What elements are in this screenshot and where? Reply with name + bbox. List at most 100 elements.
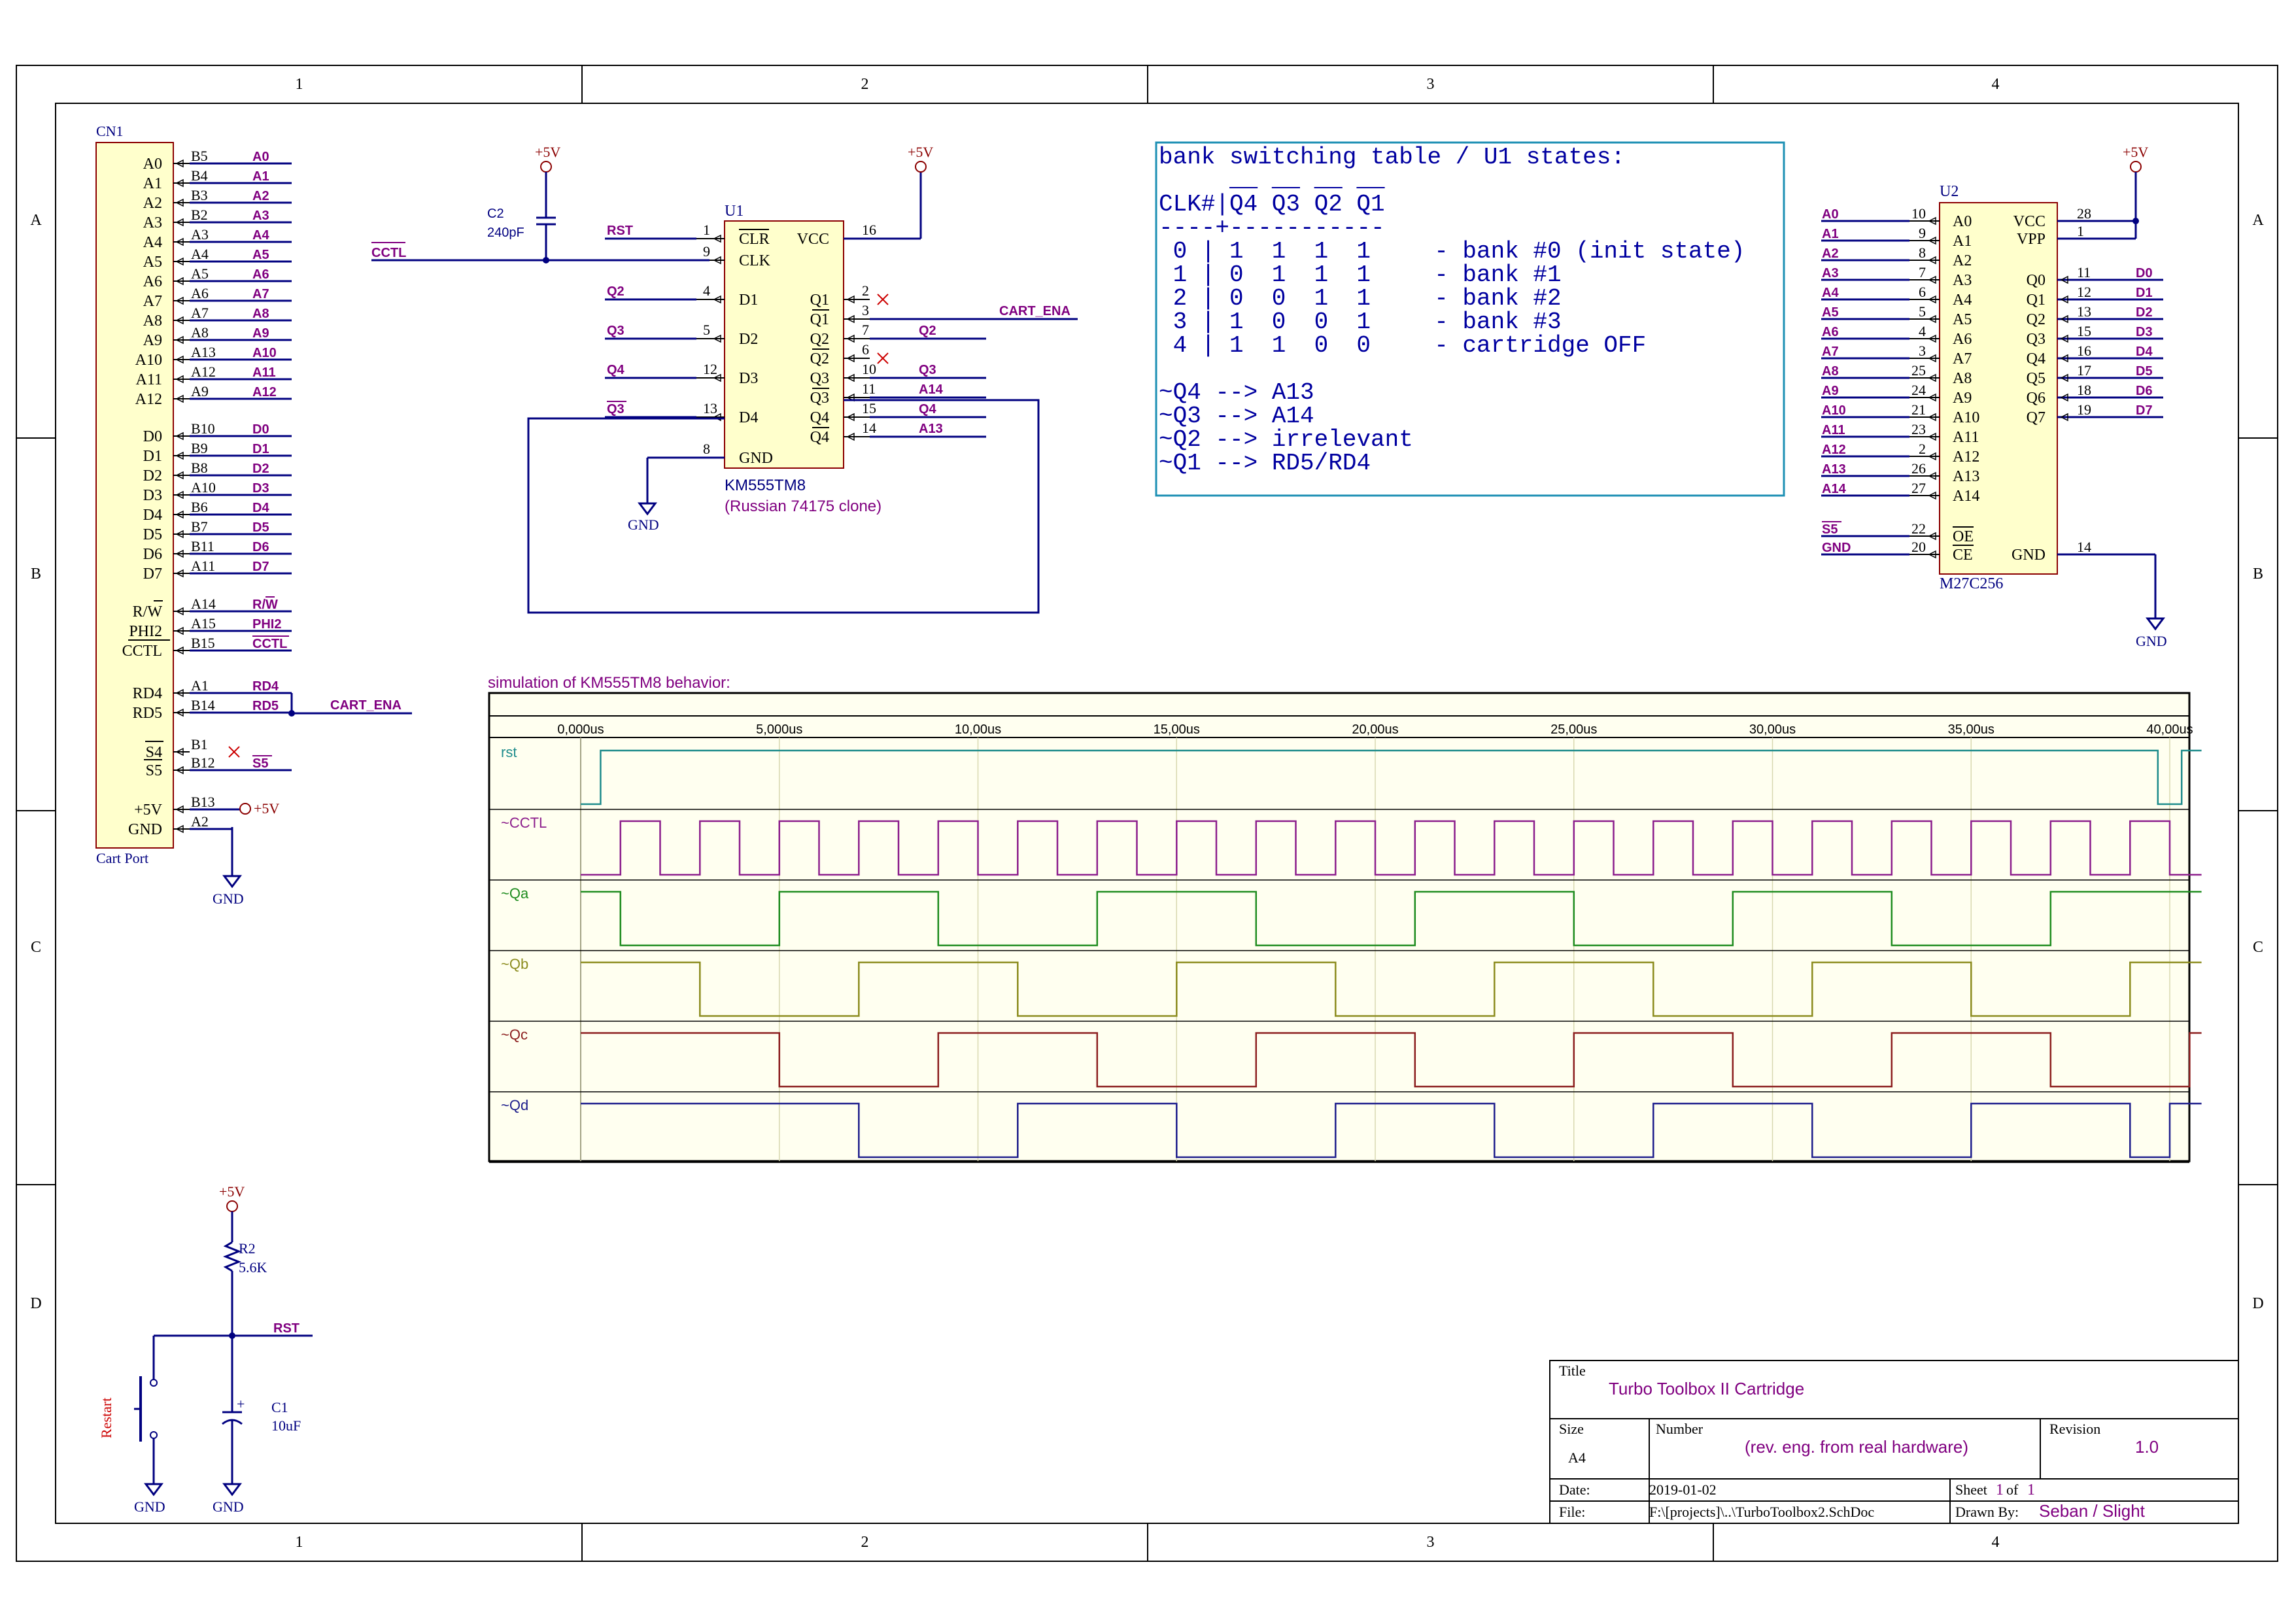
u2-body (1939, 202, 2058, 575)
u1-pin-number: 15 (862, 400, 876, 416)
pin-direction-arrow (1928, 452, 1936, 461)
tb-sheet-label: Sheet (1955, 1481, 1987, 1498)
u2-pin-number: 3 (1919, 343, 1926, 359)
u2-pin-name: A5 (1953, 311, 1972, 328)
pin-direction-arrow (175, 335, 184, 345)
u2-pin-name: A14 (1953, 488, 1979, 505)
table-mapping-line: ~Q1 --> RD5/RD4 (1159, 450, 1371, 477)
reset-circuit[interactable]: +5V R2 5.6K RST + GND C1 10uF GND Restar… (98, 1183, 313, 1515)
u2-net-label: A14 (1822, 482, 1847, 496)
cn1-pin-name: CCTL (122, 643, 162, 660)
table-row-bit: 1 (1356, 262, 1371, 288)
u1-pin-number: 11 (862, 381, 876, 397)
pin-direction-arrow (846, 354, 855, 363)
cn1-pin-number: A5 (191, 265, 209, 282)
pin-direction-arrow (846, 432, 855, 441)
pin-direction-arrow (175, 549, 184, 558)
no-connect-mark (228, 746, 240, 758)
pin-direction-arrow (1928, 432, 1936, 441)
u2-pin-name: Q4 (2027, 350, 2046, 367)
cn1-pin-number: A12 (191, 364, 216, 380)
u2-net-label: D7 (2136, 403, 2153, 418)
u2-pin-name: VCC (2013, 213, 2046, 230)
cn1-pin-name: A12 (135, 391, 162, 408)
u1-pin-name: D4 (739, 409, 758, 426)
cn1-pin-number: B7 (191, 518, 208, 535)
table-row-bit: 0 (1314, 332, 1329, 359)
cn1-pin-name: A0 (143, 156, 162, 173)
u1-5v-label: +5V (908, 144, 933, 160)
table-row-bit: 0 (1229, 262, 1244, 288)
pin-direction-arrow (846, 373, 855, 382)
table-divider: ----+----------- (1159, 214, 1385, 241)
tb-title-label: Title (1559, 1362, 1586, 1379)
cn1-pin-number: B8 (191, 460, 208, 476)
pin-direction-arrow (713, 256, 721, 265)
u1-km555tm8[interactable]: U1 1CLRRST9CLK4D1Q25D2Q312D3Q413D4Q38GND… (527, 144, 1078, 614)
table-border (1155, 141, 1785, 497)
u1-pin-name: Q3 (810, 370, 829, 387)
u1-pin-number: 10 (862, 361, 876, 377)
power-port-5v (540, 161, 552, 173)
u2-pin-number: 19 (2077, 401, 2091, 418)
u2-pin-name: A4 (1953, 292, 1972, 309)
switch-contact (150, 1379, 158, 1387)
u1-pin-name: Q2 (810, 331, 829, 348)
u1-pin-number: 7 (862, 322, 869, 338)
pin-direction-arrow (713, 334, 721, 343)
u2-pin-name: OE (1953, 528, 1974, 545)
r2-value: 5.6K (239, 1259, 267, 1276)
u1-net-label: Q2 (919, 324, 936, 338)
pin-direction-arrow (846, 413, 855, 422)
table-row-bit: 0 (1229, 285, 1244, 312)
c2-ref: C2 (487, 207, 504, 221)
pin-direction-arrow (846, 295, 855, 304)
cn1-pin-name: A4 (143, 234, 162, 251)
u2-pin-name: Q0 (2027, 272, 2046, 289)
title-block-border (1549, 1360, 2239, 1524)
sim-tick-label: 30,00us (1749, 722, 1796, 737)
sim-waveform (581, 820, 2202, 876)
u2-pin-number: 25 (1911, 362, 1926, 379)
pin-direction-arrow (175, 198, 184, 207)
c2-value: 240pF (487, 226, 524, 240)
cn1-net-label: D6 (252, 540, 269, 554)
sim-tick-label: 25,00us (1550, 722, 1597, 737)
table-row-bit: 0 (1272, 285, 1286, 312)
cn1-caption: Cart Port (96, 850, 148, 866)
pin-direction-arrow (175, 237, 184, 246)
cn1-pin-name: S5 (146, 762, 162, 779)
u2-pin-name: Q7 (2027, 409, 2046, 426)
cn1-pin-name: A3 (143, 214, 162, 231)
cn1-pin-name: A10 (135, 352, 162, 369)
cn1-pin-name: D2 (143, 467, 162, 484)
u1-net-label: Q3 (919, 363, 936, 377)
table-row-sep: | (1201, 262, 1216, 288)
sim-tick-label: 15,00us (1154, 722, 1200, 737)
cn1-pin-name: A5 (143, 254, 162, 271)
cn1-pin-number: A7 (191, 305, 209, 321)
table-row-bit: 1 (1229, 309, 1244, 335)
u2-net-label: A7 (1822, 345, 1839, 359)
cn1-pin-number: B3 (191, 187, 208, 203)
u1-net-label: A14 (919, 382, 944, 397)
net-label-rst: RST (273, 1321, 300, 1336)
pin-direction-arrow (2060, 373, 2068, 382)
cn1-pin-name: D4 (143, 507, 162, 524)
feedback-wire (527, 399, 1040, 614)
u1-pin-name: VCC (797, 231, 829, 248)
pin-direction-arrow (175, 471, 184, 480)
u1-pin-name: D3 (739, 370, 758, 387)
u2-pin-name: VPP (2017, 231, 2046, 248)
u2-5v-label: +5V (2123, 144, 2148, 160)
tb-drawn-by: Seban / Slight (2039, 1501, 2146, 1521)
u2-pin-name: Q1 (2027, 292, 2046, 309)
u1-ref: U1 (725, 203, 744, 220)
cn1-pin-number: A9 (191, 383, 209, 399)
cn1-net-label: A4 (252, 228, 269, 243)
table-row-bit: 0 (1272, 309, 1286, 335)
u1-net-label: CART_ENA (999, 304, 1070, 318)
capacitor-c2[interactable]: +5V C2 240pF CCTL (371, 144, 710, 263)
